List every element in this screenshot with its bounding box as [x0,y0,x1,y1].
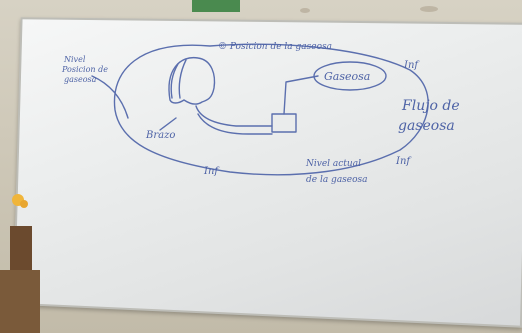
person-arm [195,105,273,135]
label-note-top: © Posicion de la gaseosa [218,42,332,52]
label-flujo-1: Flujo de [401,98,460,114]
pipe-line [283,75,319,115]
person-hair [170,59,187,99]
arrow-brazo [159,117,177,131]
label-inf-bottom: Inf [203,166,220,177]
label-nivel-pos-2: Posicion de [61,65,108,74]
gaseosa-bubble [313,61,387,91]
cup-shape [271,113,297,133]
label-nivel-pos-1: Nivel [63,55,86,64]
label-inf-right: Inf [395,156,412,167]
label-flujo-2: gaseosa [398,118,455,134]
label-inf-top: Inf [403,60,420,71]
loop-curve [113,43,429,176]
label-nivel-pos-3: gaseosa [64,75,97,84]
label-gaseosa: Gaseosa [324,70,370,83]
label-nivel-actual-1: Nivel actual [305,159,361,169]
person-head [168,56,216,105]
label-brazo: Brazo [145,130,175,141]
green-sign [192,0,240,12]
arrow-nivel [91,75,129,119]
wall-stain [300,8,310,13]
wall-stain [420,6,438,12]
yellow-flower [0,194,40,333]
label-nivel-actual-2: de la gaseosa [306,175,368,185]
